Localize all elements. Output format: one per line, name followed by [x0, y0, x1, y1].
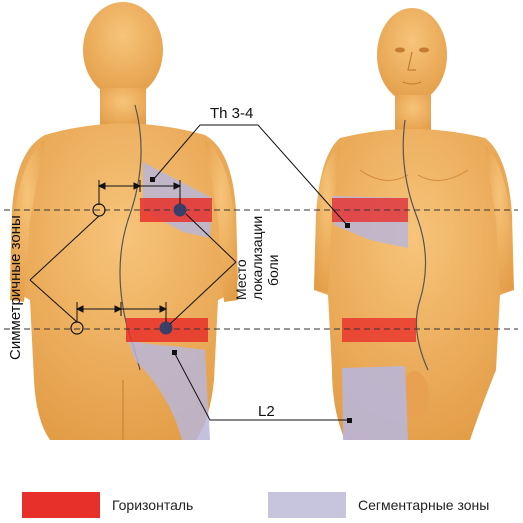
leader-endpoint-th [150, 177, 155, 182]
label-pain-line2: локализации [249, 216, 265, 300]
label-l2: L2 [258, 403, 275, 420]
front-neck [395, 95, 431, 133]
legend-horizontal: Горизонталь [22, 490, 193, 520]
front-right-eye [419, 48, 429, 53]
front-left-eye [395, 48, 405, 53]
label-pain-line1: Место [233, 259, 249, 300]
leader-endpoint-front [345, 223, 350, 228]
legend-swatch-horizontal [22, 492, 100, 518]
back-head [83, 2, 163, 98]
legend-swatch-segment [268, 492, 346, 518]
legend-segment: Сегментарные зоны [268, 490, 489, 520]
leader-endpoint-l2-back [172, 350, 177, 355]
horizontal-band-front-lower [342, 318, 416, 342]
label-symmetric-zones: Симметричные зоны [7, 215, 24, 360]
label-pain-line3: боли [265, 255, 281, 287]
legend-label-horizontal: Горизонталь [112, 497, 193, 513]
front-head [377, 8, 447, 102]
label-th: Th 3-4 [210, 105, 253, 122]
segment-zone-front-lower [342, 366, 408, 440]
pain-point-upper [174, 204, 187, 217]
legend-label-segment: Сегментарные зоны [358, 497, 489, 513]
label-pain-location: Место локализации боли [233, 216, 281, 300]
leader-endpoint-l2-front [347, 418, 352, 423]
